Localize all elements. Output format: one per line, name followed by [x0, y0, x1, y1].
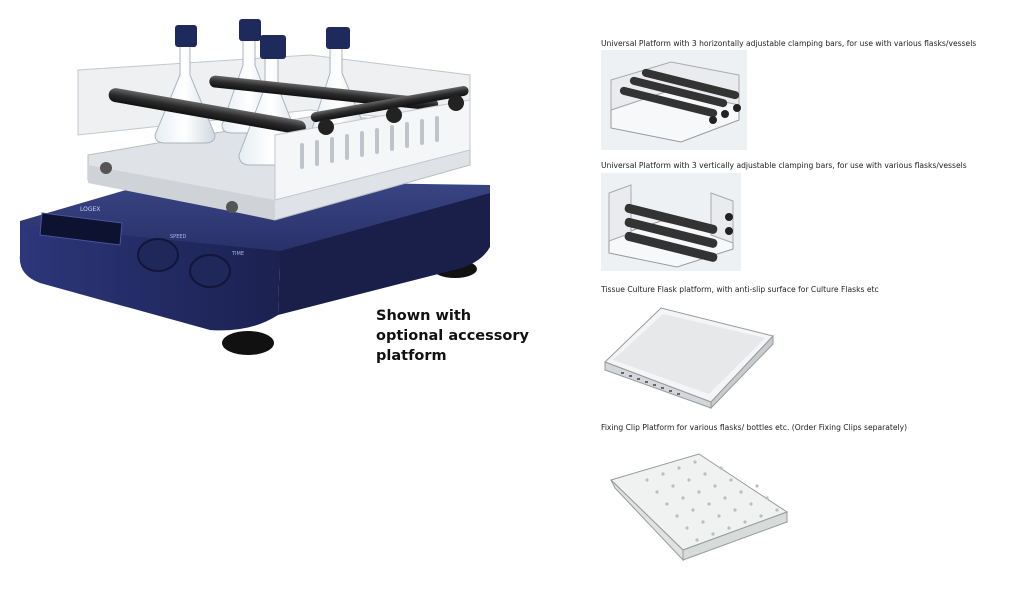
tray-screw	[226, 201, 238, 213]
accessory-label: Tissue Culture Flask platform, with anti…	[601, 285, 879, 294]
horizontal-clamp-platform-image	[601, 50, 747, 150]
caption-line: Shown with	[376, 308, 472, 324]
accessory-label: Universal Platform with 3 horizontally a…	[601, 39, 977, 48]
time-knob	[189, 254, 231, 288]
clamp-bar	[108, 88, 306, 135]
shaker-foot	[222, 331, 274, 355]
accessory-label: Fixing Clip Platform for various flasks/…	[601, 423, 908, 432]
tray-screw	[100, 162, 112, 174]
device-brand: LOGEX	[80, 206, 100, 213]
speed-knob	[137, 238, 179, 272]
caption-line: platform	[376, 348, 447, 364]
time-label: TIME	[231, 251, 244, 257]
tissue-culture-flask-platform-image	[604, 307, 774, 410]
caption-line: optional accessory	[376, 328, 529, 344]
fixing-clip-platform-image	[610, 453, 789, 562]
accessory-label: Universal Platform with 3 vertically adj…	[601, 161, 967, 170]
shaker-base-side	[278, 193, 490, 315]
speed-label: SPEED	[170, 234, 187, 240]
display-window	[39, 212, 123, 246]
image-caption: Shown with optional accessory platform	[376, 306, 556, 366]
orbital-shaker-image: LOGEX SPEED TIME	[19, 19, 490, 355]
shaker-base-front	[19, 225, 280, 331]
vertical-clamp-platform-image	[601, 173, 741, 271]
clamp-rail-front	[310, 86, 469, 123]
